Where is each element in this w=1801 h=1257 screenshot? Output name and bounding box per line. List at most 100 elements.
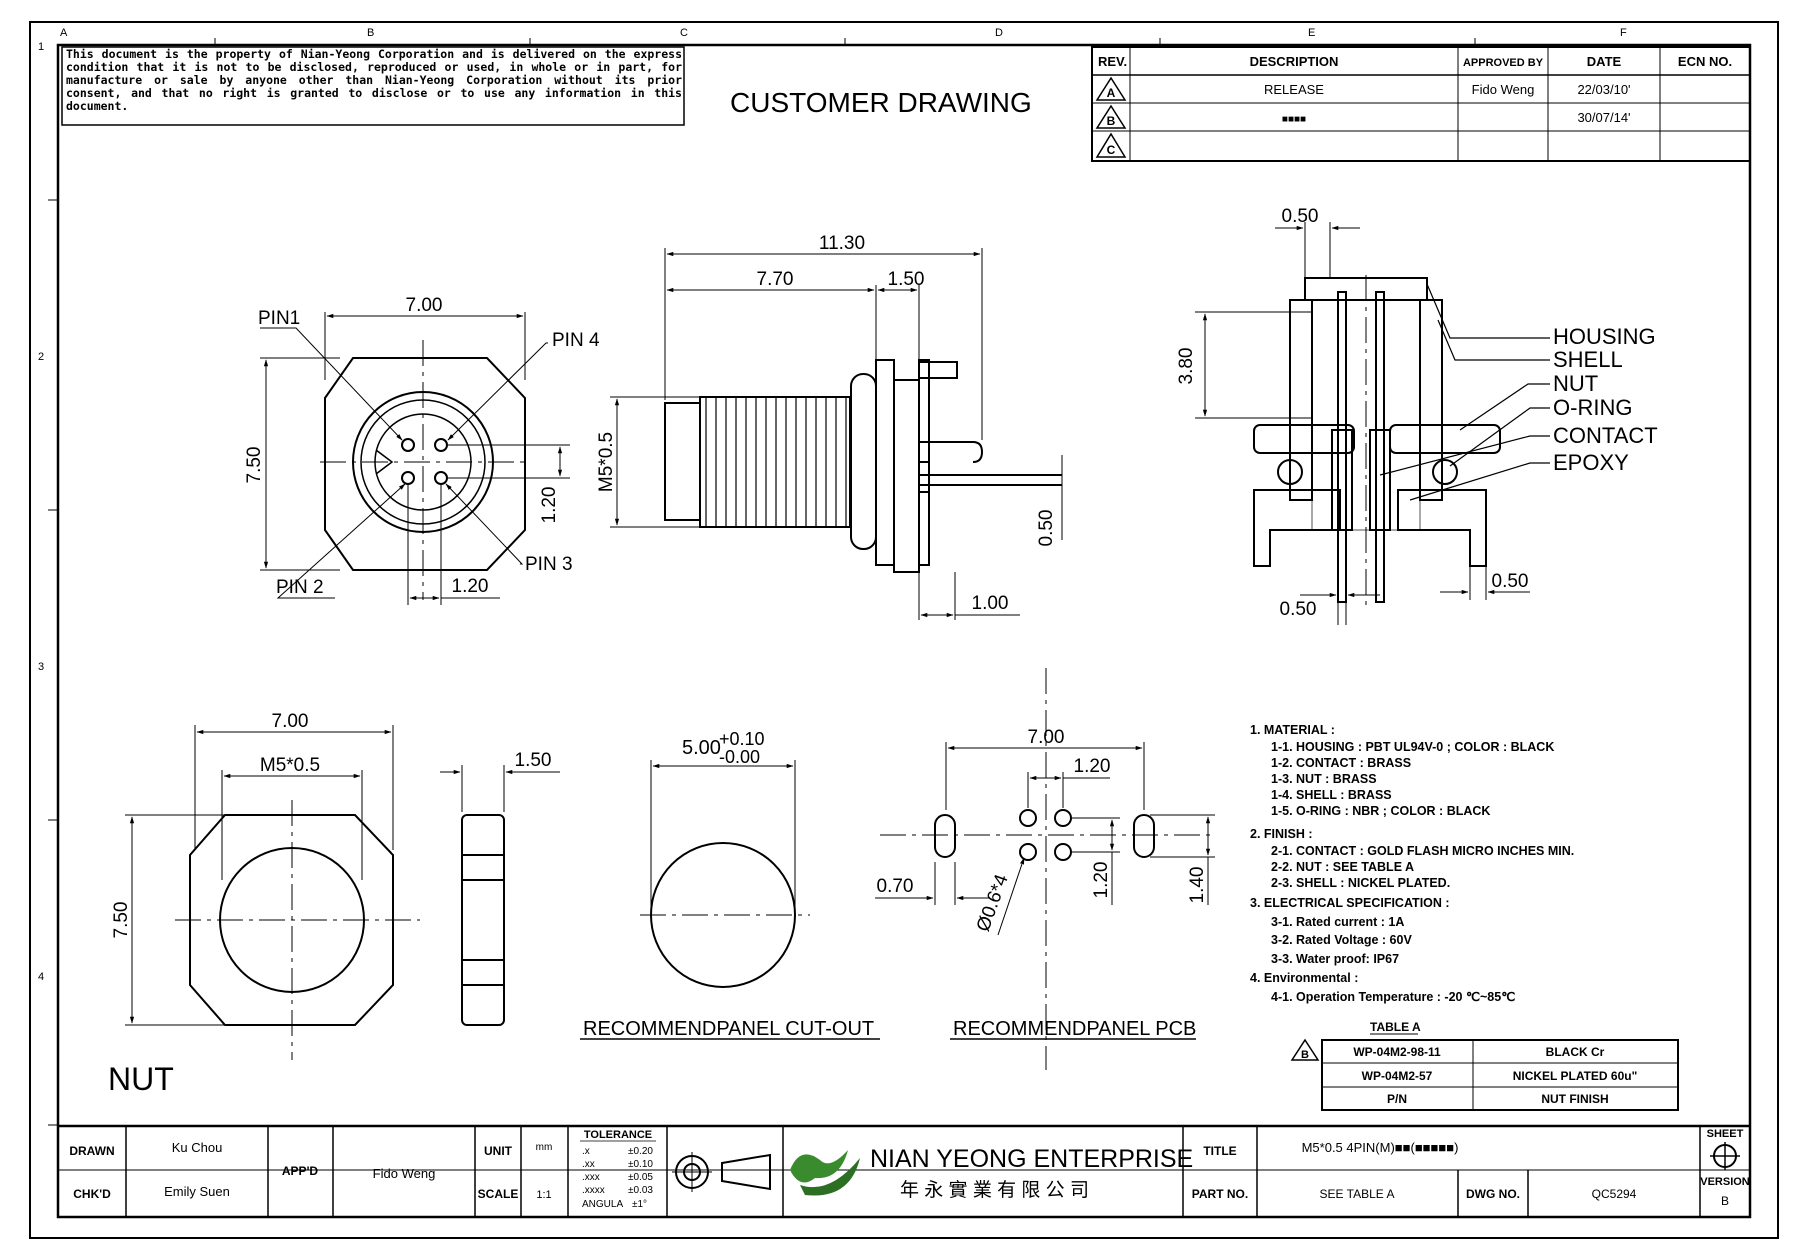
table-a-pn-0: WP-04M2-98-11 (1353, 1045, 1441, 1059)
section-height-label: 3.80 (1176, 348, 1197, 385)
title-value: M5*0.5 4PIN(M)■■(■■■■■) (1302, 1140, 1459, 1155)
grid-labels: A B C D E F 1 2 3 4 (38, 27, 1627, 1126)
front-view: 7.00 7.50 1.20 1.20 PIN1 PIN 4 PIN 2 PIN… (244, 295, 600, 605)
pcb-view: 7.00 1.20 1.20 1.40 0.70 Ø0.6*4 RECOMMEN… (875, 668, 1215, 1070)
cutout-tol-minus-label: -0.00 (719, 747, 760, 767)
checked-by: Emily Suen (164, 1184, 230, 1199)
front-pin-spacing-h-label: 1.20 (452, 576, 489, 597)
note-3: 1-3. NUT : BRASS (1271, 772, 1377, 786)
company-logo-icon (790, 1150, 860, 1196)
table-a-header-finish: NUT FINISH (1541, 1092, 1608, 1106)
svg-text:C: C (1107, 143, 1116, 157)
nut-width-label: 7.00 (272, 711, 309, 732)
pcb-hole-label: Ø0.6*4 (973, 871, 1013, 934)
cutout-tol-plus-label: +0.10 (719, 729, 765, 749)
section-label-nut: NUT (1553, 371, 1598, 396)
rev-header-desc: DESCRIPTION (1250, 54, 1339, 69)
revision-table: REV. DESCRIPTION APPROVED BY DATE ECN NO… (1091, 46, 1751, 162)
tol-0-key: .x (582, 1146, 590, 1157)
checked-label: CHK'D (73, 1187, 111, 1201)
pcb-width-label: 7.00 (1028, 727, 1065, 748)
note-12: 3-2. Rated Voltage : 60V (1271, 933, 1412, 947)
drawn-label: DRAWN (69, 1144, 114, 1158)
note-2: 1-2. CONTACT : BRASS (1271, 756, 1411, 770)
projection-symbol-icon (672, 1152, 771, 1192)
table-a-header-pn: P/N (1387, 1092, 1407, 1106)
grid-col-a: A (60, 27, 68, 39)
section-bottom-left-label: 0.50 (1280, 599, 1317, 620)
grid-row-1: 1 (38, 41, 44, 53)
rev-triangle-c: C (1095, 132, 1127, 158)
note-10: 3. ELECTRICAL SPECIFICATION : (1250, 896, 1450, 910)
tol-2-val: ±0.05 (628, 1172, 653, 1183)
section-label-housing: HOUSING (1553, 324, 1656, 349)
note-15: 4-1. Operation Temperature : -20 ℃~85℃ (1271, 990, 1515, 1004)
pcb-spacing-v-label: 1.20 (1091, 862, 1112, 899)
grid-col-e: E (1308, 27, 1315, 39)
tol-1-val: ±0.10 (628, 1159, 653, 1170)
rev-header-rev: REV. (1098, 54, 1127, 69)
scale-value: 1:1 (536, 1189, 551, 1201)
pin2-label: PIN 2 (276, 577, 324, 598)
title-block: DRAWN Ku Chou CHK'D Emily Suen APP'D Fid… (58, 1124, 1750, 1217)
section-top-label: 0.50 (1282, 206, 1319, 227)
notice-box (61, 46, 685, 126)
section-label-contact: CONTACT (1553, 423, 1658, 448)
rev-triangle-a: A (1095, 76, 1127, 101)
cutout-view: 5.00 +0.10 -0.00 RECOMMENDPANEL CUT-OUT (580, 729, 880, 1040)
dwg-label: DWG NO. (1466, 1187, 1520, 1201)
unit-label: UNIT (484, 1144, 513, 1158)
grid-col-f: F (1620, 27, 1627, 39)
tol-0-val: ±0.20 (628, 1146, 653, 1157)
section-label-shell: SHELL (1553, 347, 1623, 372)
front-width-label: 7.00 (406, 295, 443, 316)
section-bottom-right-label: 0.50 (1492, 571, 1529, 592)
pin3-label: PIN 3 (525, 554, 573, 575)
note-6: 2. FINISH : (1250, 827, 1313, 841)
nut-caption: NUT (108, 1061, 174, 1097)
tol-3-key: .xxxx (582, 1185, 605, 1196)
side-pin-dia-label: 0.50 (1036, 510, 1057, 547)
side-thread-length-label: 7.70 (757, 269, 794, 290)
rev-header-date: DATE (1587, 54, 1622, 69)
nut-thread-label: M5*0.5 (260, 755, 320, 776)
note-8: 2-2. NUT : SEE TABLE A (1271, 860, 1414, 874)
company-name-cn: 年 永 實 業 有 限 公 司 (900, 1179, 1089, 1201)
side-overall-label: 11.30 (819, 233, 865, 254)
grid-col-d: D (995, 27, 1003, 39)
section-label-epoxy: EPOXY (1553, 450, 1629, 475)
version-value: B (1721, 1194, 1729, 1208)
rev-triangle-b: B (1095, 104, 1127, 129)
note-13: 3-3. Water proof: IP67 (1271, 952, 1399, 966)
pcb-caption: RECOMMENDPANEL PCB (953, 1018, 1196, 1040)
nut-thickness-label: 1.50 (515, 750, 552, 771)
tol-2-key: .xxx (582, 1172, 600, 1183)
rev-a-approved: Fido Weng (1472, 82, 1535, 97)
rev-a-date: 22/03/10' (1577, 82, 1630, 97)
grid-col-c: C (680, 27, 688, 39)
table-a: TABLE A B WP-04M2-98-11 BLACK Cr WP-04M2… (1290, 1020, 1679, 1111)
table-a-title: TABLE A (1370, 1020, 1421, 1034)
grid-row-3: 3 (38, 661, 44, 673)
note-0: 1. MATERIAL : (1250, 723, 1335, 737)
table-a-rev-mark: B (1301, 1049, 1309, 1061)
notes: 1. MATERIAL : 1-1. HOUSING : PBT UL94V-0… (1250, 723, 1574, 1004)
side-pin-length-label: 1.00 (972, 593, 1009, 614)
table-a-finish-1: NICKEL PLATED 60u" (1513, 1069, 1638, 1083)
part-value: SEE TABLE A (1320, 1187, 1395, 1201)
cutout-dia-label: 5.00 (682, 737, 721, 759)
sheet-label: SHEET (1707, 1128, 1744, 1140)
note-7: 2-1. CONTACT : GOLD FLASH MICRO INCHES M… (1271, 844, 1574, 858)
nut-view: 7.00 M5*0.5 7.50 NUT 1.50 (108, 711, 560, 1097)
svg-text:A: A (1107, 86, 1116, 100)
rev-header-ecn: ECN NO. (1678, 54, 1732, 69)
note-9: 2-3. SHELL : NICKEL PLATED. (1271, 876, 1450, 890)
rev-b-description: ■■■■ (1282, 114, 1306, 125)
note-1: 1-1. HOUSING : PBT UL94V-0 ; COLOR : BLA… (1271, 740, 1554, 754)
inner-border (56, 43, 1752, 1219)
tol-1-key: .xx (582, 1159, 595, 1170)
unit-value: mm (536, 1142, 553, 1153)
side-view: 11.30 7.70 1.50 M5*0.5 0.50 1.00 (596, 233, 1063, 620)
rev-header-approved: APPROVED BY (1463, 57, 1544, 69)
